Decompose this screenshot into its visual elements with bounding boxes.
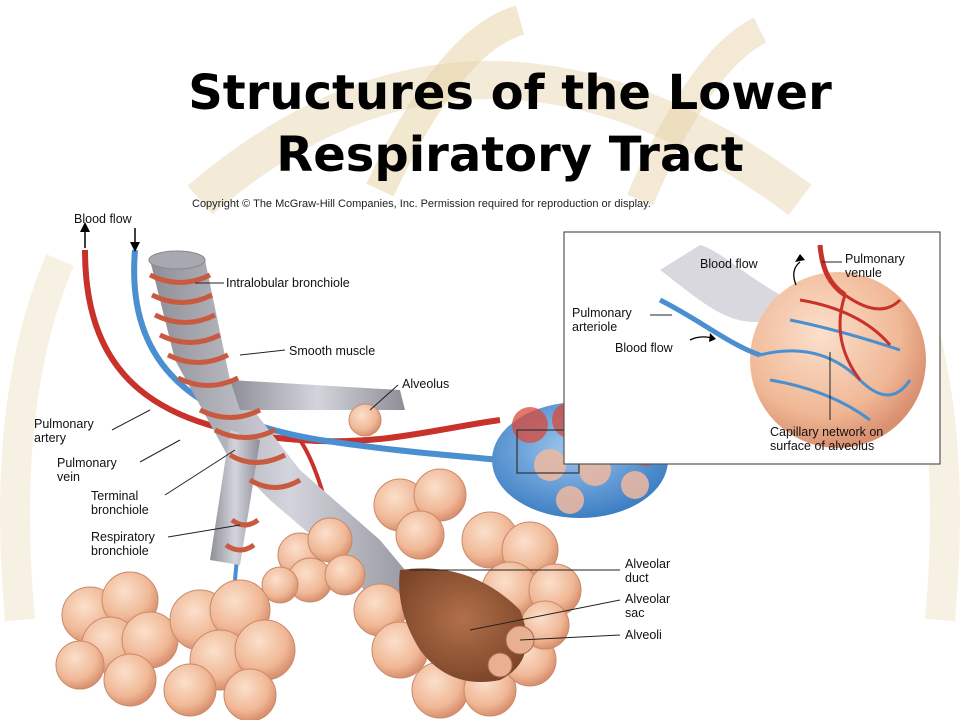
inset-blood-flow-bottom-label: Blood flow [615, 341, 673, 355]
inset-blood-flow-top-label: Blood flow [700, 257, 758, 271]
smooth-muscle-label: Smooth muscle [289, 344, 376, 358]
blood-flow-label-left: Blood flow [74, 212, 132, 226]
capillary-network-label: Capillary network on surface of alveolus [770, 425, 884, 453]
slide-title: Structures of the Lower Respiratory Trac… [188, 65, 832, 183]
bronchiole-tree [148, 250, 430, 610]
inset-panel [563, 231, 941, 465]
respiratory-bronchiole-label: Respiratory bronchiole [91, 530, 155, 558]
alveolus-label: Alveolus [402, 377, 450, 391]
terminal-bronchiole-label: Terminal bronchiole [91, 489, 149, 517]
pulmonary-vein-label: Pulmonary vein [57, 456, 117, 484]
alveolar-sac-label: Alveolar sac [625, 592, 671, 620]
alveoli-label: Alveoli [625, 628, 662, 642]
pulmonary-artery-label: Pulmonary artery [34, 417, 94, 445]
pulmonary-venule-label: Pulmonary venule [845, 252, 905, 280]
alveolar-duct-label: Alveolar duct [625, 557, 671, 585]
blood-flow-arrows [80, 222, 140, 252]
alveolar-sac-interior [399, 568, 535, 682]
leader-lines [111, 261, 842, 641]
copyright-notice: Copyright © The McGraw-Hill Companies, I… [192, 198, 651, 210]
pulmonary-arteriole-label: Pulmonary arteriole [572, 306, 632, 334]
smooth-muscle-bands [148, 272, 302, 553]
intralobular-bronchiole-label: Intralobular bronchiole [226, 276, 350, 290]
